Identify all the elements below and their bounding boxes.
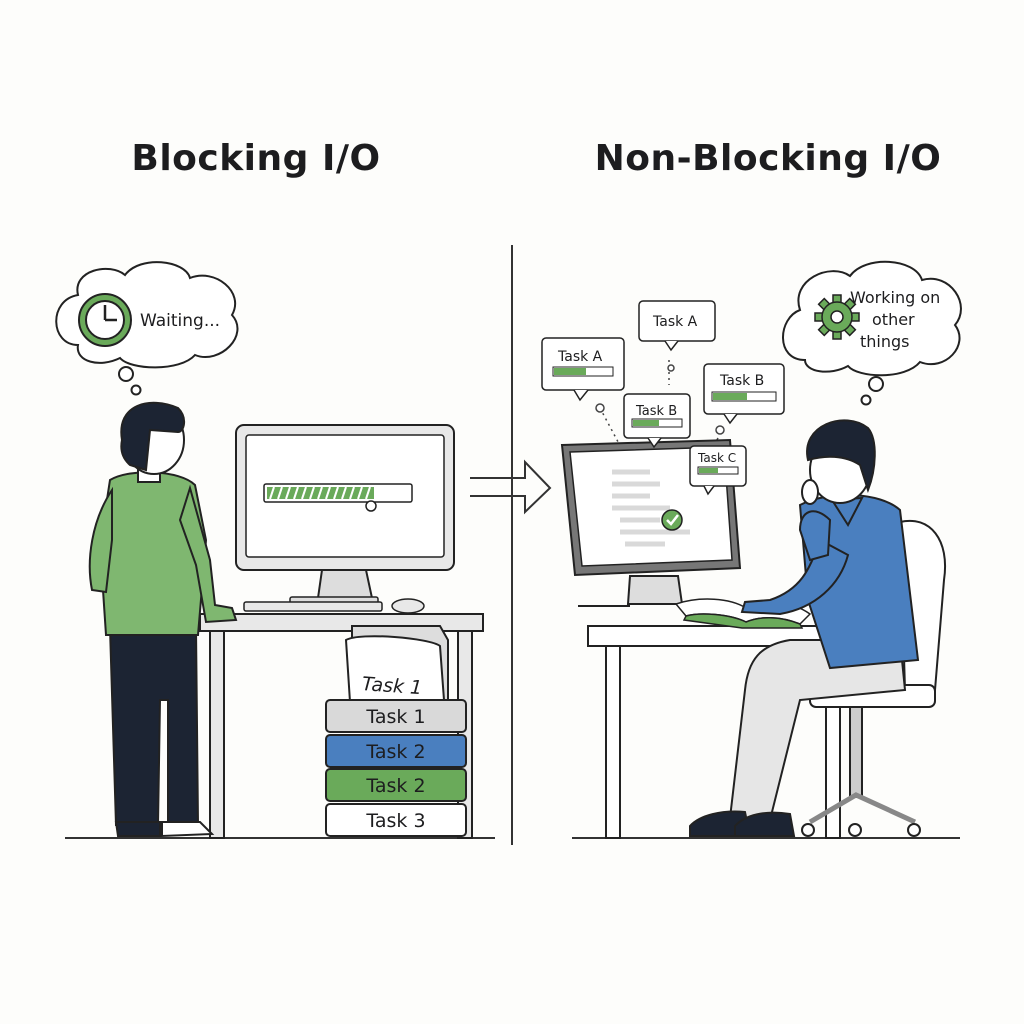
task-bubble-a-top-label: Task A: [652, 314, 698, 330]
progress-stripe: [349, 486, 355, 500]
working-text-line1: Working on: [850, 288, 940, 307]
blocking-progress-bar: [263, 483, 413, 512]
task-bubble-c-label: Task C: [697, 451, 736, 465]
progress-stripe: [269, 486, 275, 500]
task-bubble-a-left-label: Task A: [557, 349, 603, 365]
task-stack-item: [325, 734, 467, 768]
working-text-line3: things: [860, 332, 910, 351]
task-bubble-a-left: [541, 337, 625, 402]
progress-stripe: [325, 486, 331, 500]
progress-stripe: [285, 486, 291, 500]
progress-stripe: [293, 486, 299, 500]
standing-person: [88, 401, 238, 838]
mouse: [391, 598, 425, 614]
paper-task-label: Task 1: [361, 673, 423, 699]
clock-icon: [78, 293, 132, 347]
working-thought-bubble: [782, 260, 962, 406]
task-stack-item: [325, 768, 467, 802]
arrow-icon: [470, 459, 552, 515]
blocking-title: Blocking I/O: [131, 138, 381, 179]
progress-stripe: [333, 486, 339, 500]
task-stack-item: [325, 699, 467, 733]
waiting-text: Waiting...: [140, 311, 220, 331]
task-stack-item: [325, 803, 467, 837]
task-bubble-b-middle-label: Task B: [635, 404, 677, 419]
task-bubble-c: [689, 445, 747, 496]
non-blocking-title: Non-Blocking I/O: [594, 138, 942, 179]
task-bubble-b-right: [703, 363, 785, 425]
task-stack-label: Task 2: [365, 775, 425, 797]
sitting-person: [689, 419, 920, 837]
task-stack-label: Task 1: [365, 706, 425, 728]
task-stack-label: Task 2: [365, 741, 425, 763]
progress-stripe: [357, 486, 363, 500]
keyboard: [243, 601, 383, 612]
task-bubble-b-right-label: Task B: [719, 373, 764, 389]
working-text-line2: other: [872, 310, 915, 329]
task-paper: [344, 625, 449, 704]
progress-stripe: [309, 486, 315, 500]
progress-stripe: [317, 486, 323, 500]
progress-stripe: [301, 486, 307, 500]
task-bubble-a-top: [638, 300, 716, 352]
progress-stripe: [341, 486, 347, 500]
progress-stripe: [277, 486, 283, 500]
check-icon: [661, 509, 683, 531]
task-stack-label: Task 3: [365, 810, 425, 832]
task-bubble-b-middle: [623, 393, 691, 449]
blocking-monitor: [235, 424, 455, 605]
task-stack: Task 1 Task 2 Task 2 Task 3: [325, 699, 467, 837]
progress-stripe: [365, 486, 371, 500]
gear-icon: [814, 294, 860, 340]
